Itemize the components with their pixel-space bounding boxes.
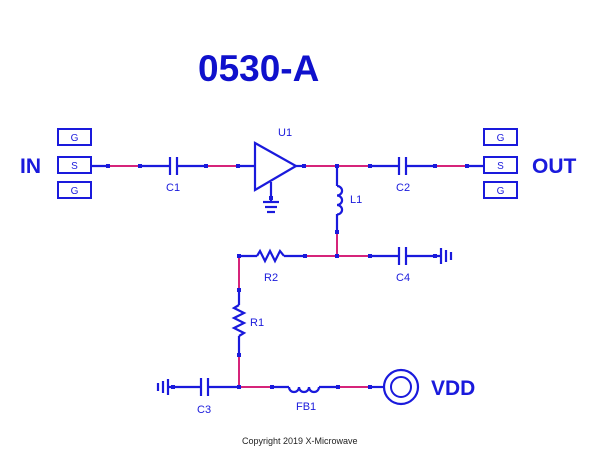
input-ground-pin-top[interactable] xyxy=(57,128,92,146)
u1-label: U1 xyxy=(278,127,292,139)
capacitor-c3[interactable] xyxy=(199,378,210,396)
output-signal-pin[interactable] xyxy=(483,156,518,174)
inductor-l1[interactable] xyxy=(336,184,344,216)
output-ground-pin-top[interactable] xyxy=(483,128,518,146)
r1-label: R1 xyxy=(250,317,264,329)
input-port-label: IN xyxy=(20,155,41,178)
resistor-r1[interactable] xyxy=(231,304,247,337)
amplifier-u1[interactable] xyxy=(253,141,299,192)
l1-label: L1 xyxy=(350,194,362,206)
schematic-title: 0530-A xyxy=(198,48,319,89)
c3-label: C3 xyxy=(197,404,211,416)
output-ground-pin-bottom[interactable] xyxy=(483,181,518,199)
output-ground-pin-bottom-label: G xyxy=(497,186,505,197)
input-connector[interactable]: G S G xyxy=(57,128,92,199)
junction-dots xyxy=(106,164,469,389)
resistor-r2[interactable] xyxy=(256,248,285,264)
ferrite-bead-fb1[interactable] xyxy=(287,386,321,394)
copyright-text: Copyright 2019 X-Microwave xyxy=(242,436,358,446)
ground-icon xyxy=(156,379,170,395)
c4-label: C4 xyxy=(396,272,410,284)
input-ground-pin-bottom-label: G xyxy=(71,186,79,197)
fb1-label: FB1 xyxy=(296,401,316,413)
c2-label: C2 xyxy=(396,182,410,194)
capacitor-c2[interactable] xyxy=(397,157,408,175)
vdd-port-label: VDD xyxy=(431,377,475,400)
capacitor-c4[interactable] xyxy=(397,247,408,265)
output-signal-pin-label: S xyxy=(497,161,504,172)
output-connector[interactable]: G S G xyxy=(483,128,518,199)
capacitor-c1[interactable] xyxy=(168,157,179,175)
c1-label: C1 xyxy=(166,182,180,194)
r2-label: R2 xyxy=(264,272,278,284)
vdd-terminal[interactable] xyxy=(382,368,420,406)
input-ground-pin-bottom[interactable] xyxy=(57,181,92,199)
input-signal-pin-label: S xyxy=(71,161,78,172)
output-port-label: OUT xyxy=(532,155,577,178)
output-ground-pin-top-label: G xyxy=(497,133,505,144)
input-ground-pin-top-label: G xyxy=(71,133,79,144)
ground-icon xyxy=(439,248,453,264)
